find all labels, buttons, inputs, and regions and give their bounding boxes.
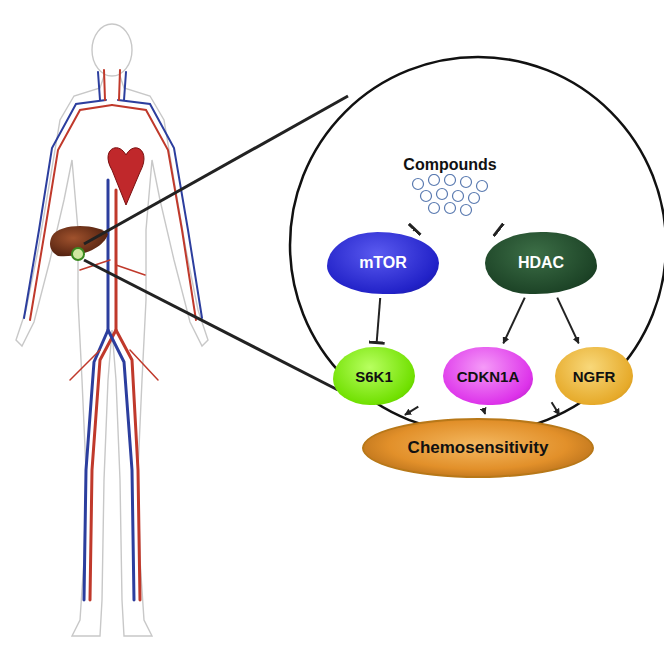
- molecule: [436, 189, 447, 200]
- molecule: [468, 193, 479, 204]
- heart: [108, 148, 144, 205]
- node-label: Chemosensitivity: [408, 438, 549, 458]
- activation-arrow: [503, 298, 524, 344]
- molecule: [420, 191, 431, 202]
- activation-arrow: [552, 402, 560, 415]
- node-label: CDKN1A: [457, 368, 520, 385]
- protein-blob: HDAC: [485, 232, 597, 294]
- inhibition-line: [413, 229, 415, 231]
- body-outline: [16, 76, 208, 636]
- activation-arrow: [483, 409, 485, 414]
- activation-arrow: [557, 298, 578, 344]
- compound-cluster: Compounds: [390, 156, 509, 228]
- molecule: [460, 177, 471, 188]
- node-label: Compounds: [403, 156, 496, 174]
- molecule: [444, 203, 455, 214]
- node-label: HDAC: [518, 254, 564, 272]
- molecule: [428, 203, 439, 214]
- protein-blob: mTOR: [327, 232, 439, 294]
- head-outline: [92, 24, 132, 76]
- protein-blob: S6K1: [333, 347, 415, 405]
- protein-blob: CDKN1A: [443, 347, 533, 405]
- molecule: [444, 175, 455, 186]
- node-label: NGFR: [573, 368, 616, 385]
- inhibition-line: [377, 298, 381, 343]
- activation-arrow: [405, 407, 418, 415]
- human-body: [16, 24, 208, 636]
- node-label: S6K1: [355, 368, 393, 385]
- zoom-circle: [290, 57, 664, 433]
- molecule-cluster: [410, 174, 490, 218]
- protein-blob: NGFR: [555, 347, 633, 405]
- gallbladder: [72, 248, 84, 260]
- inhibition-line: [498, 229, 499, 232]
- blood-vessels: [24, 70, 202, 600]
- molecule: [412, 179, 423, 190]
- molecule: [428, 175, 439, 186]
- molecule: [476, 181, 487, 192]
- outcome-ellipse: Chemosensitivity: [362, 418, 594, 478]
- molecule: [452, 191, 463, 202]
- node-label: mTOR: [359, 254, 407, 272]
- molecule: [460, 205, 471, 216]
